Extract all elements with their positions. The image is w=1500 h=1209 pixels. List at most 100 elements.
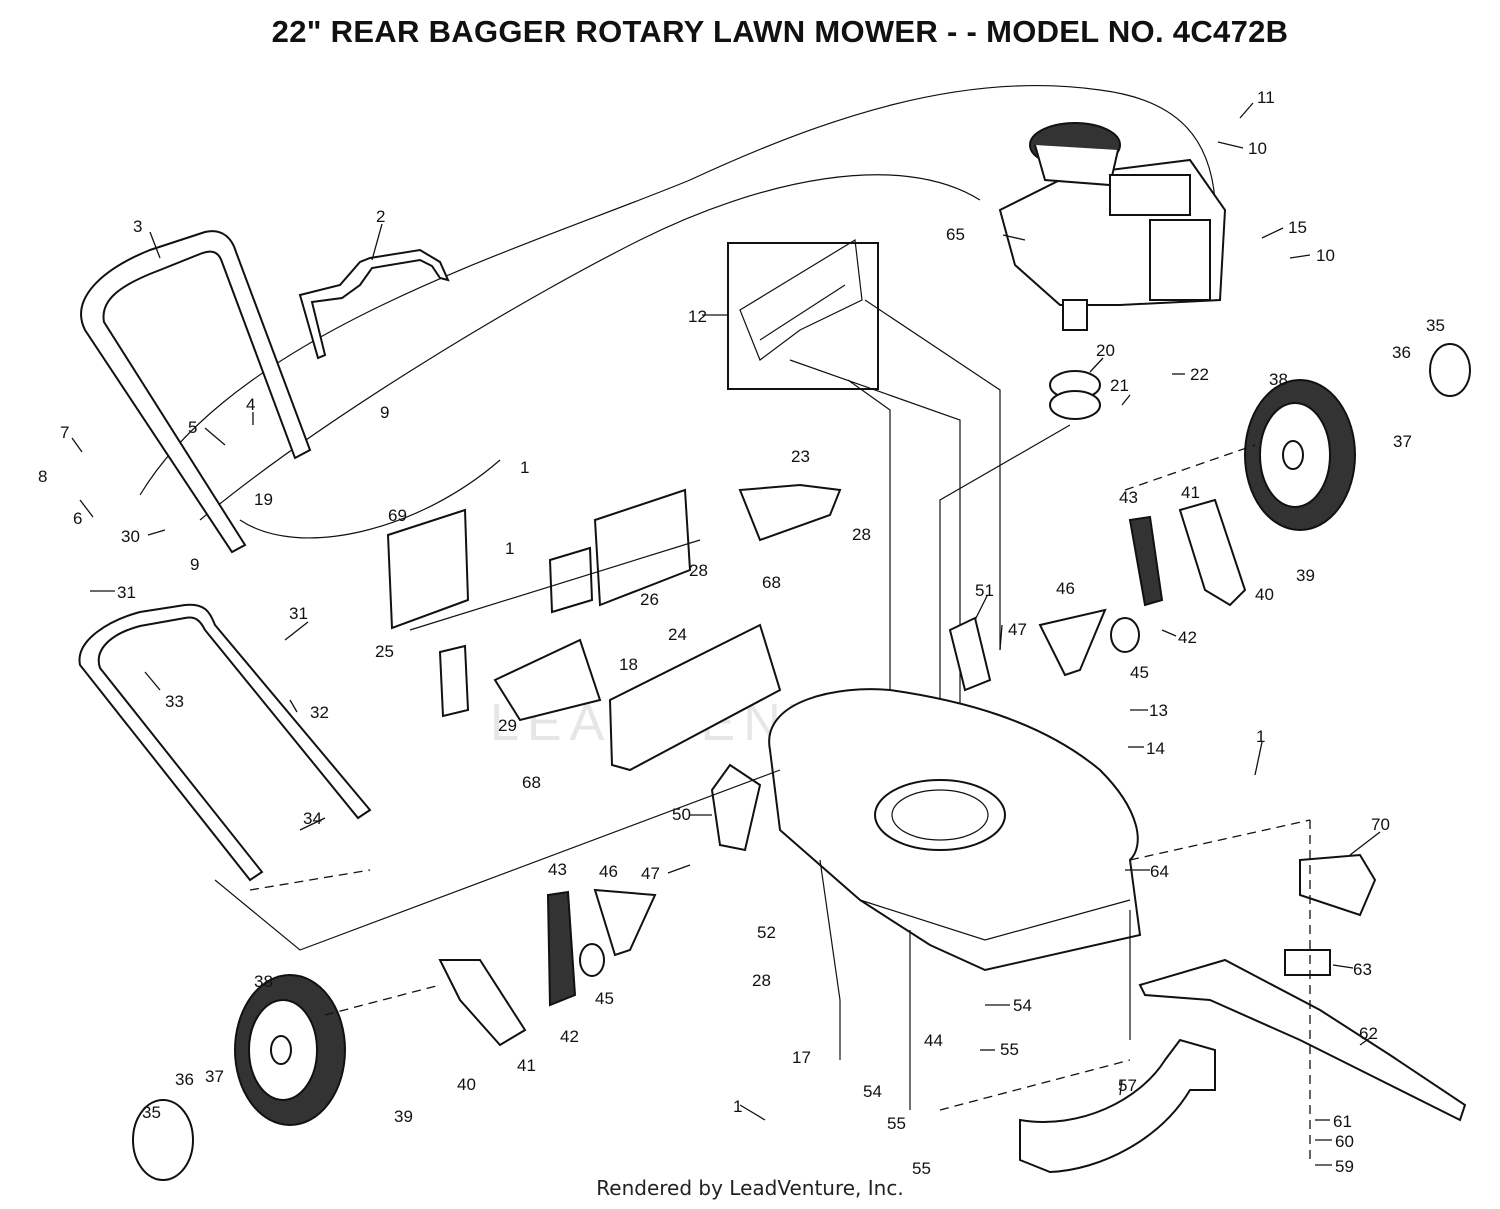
callout-47b: 47 (641, 864, 660, 883)
callout-3: 3 (133, 217, 142, 236)
callout-1d: 1 (733, 1097, 742, 1116)
callout-30: 30 (121, 527, 140, 546)
callout-46a: 46 (1056, 579, 1075, 598)
blade-adapter (1284, 949, 1331, 976)
callout-labels: 3 2 4 5 9 7 8 6 19 30 9 31 31 33 32 34 1… (38, 88, 1445, 1178)
callout-17: 17 (792, 1048, 811, 1067)
adjuster-plate-left (593, 888, 657, 957)
callout-36a: 36 (1392, 343, 1411, 362)
lower-handle (78, 603, 372, 882)
callout-68b: 68 (762, 573, 781, 592)
baffle-23 (738, 483, 842, 542)
callout-38a: 38 (1269, 370, 1288, 389)
callout-9b: 9 (190, 555, 199, 574)
callout-45a: 45 (1130, 663, 1149, 682)
callout-41a: 41 (1181, 483, 1200, 502)
wheel-bracket-left (438, 959, 527, 1047)
callout-32: 32 (310, 703, 329, 722)
callout-54b: 54 (863, 1082, 882, 1101)
callout-57: 57 (1118, 1076, 1137, 1095)
callout-42a: 42 (1178, 628, 1197, 647)
callout-22: 22 (1190, 365, 1209, 384)
callout-5: 5 (188, 418, 197, 437)
bracket-50 (710, 763, 762, 852)
callout-31b: 31 (289, 604, 308, 623)
callout-28a: 28 (852, 525, 871, 544)
hubcap-right (1429, 343, 1471, 397)
rear-flap (608, 623, 782, 772)
engine (998, 122, 1227, 331)
callout-59: 59 (1335, 1157, 1354, 1176)
callout-14: 14 (1146, 739, 1165, 758)
callout-41b: 41 (517, 1056, 536, 1075)
callout-8: 8 (38, 467, 47, 486)
callout-36b: 36 (175, 1070, 194, 1089)
callout-55b: 55 (887, 1114, 906, 1133)
callout-55a: 55 (1000, 1040, 1019, 1059)
callout-13: 13 (1149, 701, 1168, 720)
callout-39a: 39 (1296, 566, 1315, 585)
rear-bracket-25 (438, 644, 470, 718)
adjuster-handle-left (546, 890, 577, 1007)
blade-stiffener (1299, 853, 1377, 917)
callout-18: 18 (619, 655, 638, 674)
deflector (493, 638, 602, 722)
callout-40b: 40 (457, 1075, 476, 1094)
control-bar (298, 248, 450, 360)
diagram-title: 22" REAR BAGGER ROTARY LAWN MOWER - - MO… (271, 14, 1289, 49)
callout-39b: 39 (394, 1107, 413, 1126)
callout-64: 64 (1150, 862, 1169, 881)
callout-63: 63 (1353, 960, 1372, 979)
callout-2: 2 (376, 207, 385, 226)
spacer-right (1110, 617, 1140, 653)
callout-29: 29 (498, 716, 517, 735)
callout-1a: 1 (520, 458, 529, 477)
callout-10b: 10 (1316, 246, 1335, 265)
rear-wheel-right (1244, 379, 1356, 531)
callout-11: 11 (1257, 88, 1275, 107)
mower-deck (768, 688, 1142, 972)
control-cable (139, 84, 1216, 496)
callout-24: 24 (668, 625, 687, 644)
front-wheel-left (234, 974, 346, 1126)
callout-28c: 28 (752, 971, 771, 990)
callout-55c: 55 (912, 1159, 931, 1178)
chute-door (593, 488, 692, 607)
deck-baffle (1019, 1038, 1216, 1174)
callout-43b: 43 (548, 860, 567, 879)
grass-bag-frame-inset (727, 242, 879, 390)
callout-12: 12 (688, 307, 707, 326)
callout-25: 25 (375, 642, 394, 661)
callout-54a: 54 (1013, 996, 1032, 1015)
upper-handle (80, 230, 312, 554)
callout-40a: 40 (1255, 585, 1274, 604)
bracket-51 (948, 616, 992, 692)
mulch-plate (386, 508, 470, 630)
callout-43a: 43 (1119, 488, 1138, 507)
callout-68a: 68 (522, 773, 541, 792)
callout-47a: 47 (1008, 620, 1027, 639)
callout-69: 69 (388, 506, 407, 525)
callout-46b: 46 (599, 862, 618, 881)
callout-6: 6 (73, 509, 82, 528)
callout-33: 33 (165, 692, 184, 711)
callout-45b: 45 (595, 989, 614, 1008)
callout-21: 21 (1110, 376, 1129, 395)
callout-51: 51 (975, 581, 994, 600)
adjuster-plate-right (1038, 608, 1107, 677)
callout-1c: 1 (1256, 727, 1265, 746)
callout-4: 4 (246, 395, 255, 414)
callout-9a: 9 (380, 403, 389, 422)
callout-34: 34 (303, 809, 322, 828)
callout-65: 65 (946, 225, 965, 244)
callout-52: 52 (757, 923, 776, 942)
callout-44: 44 (924, 1031, 943, 1050)
callout-28b: 28 (689, 561, 708, 580)
callout-61: 61 (1333, 1112, 1352, 1131)
spacer-left (579, 943, 605, 977)
wheel-bracket-right (1178, 498, 1247, 607)
mower-blade (1138, 958, 1467, 1122)
callout-38b: 38 (254, 972, 273, 991)
callout-62: 62 (1359, 1024, 1378, 1043)
callout-60: 60 (1335, 1132, 1354, 1151)
